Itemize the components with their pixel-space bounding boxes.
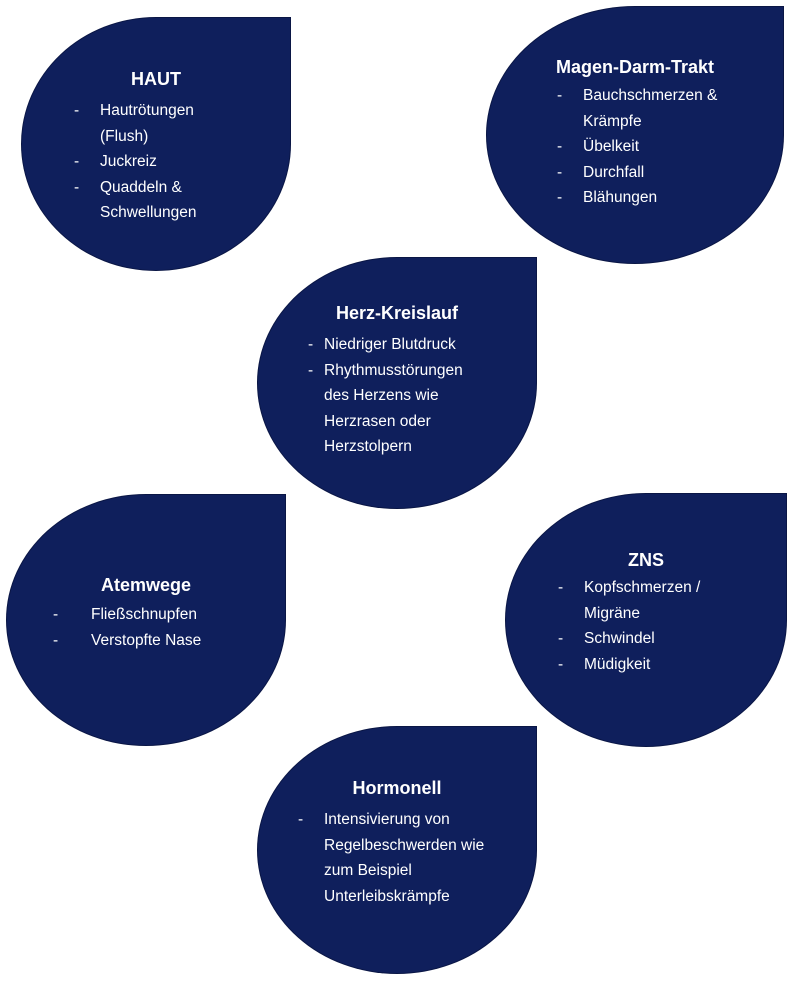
list-item: Niedriger Blutdruck [308,332,528,358]
list-item: Hautrötungen (Flush) [74,98,220,149]
drop-hormon-list: Intensivierung von Regelbeschwerden wie … [298,807,518,909]
drop-magen-title: Magen-Darm-Trakt [555,57,715,77]
list-item: Juckreiz [74,149,264,175]
drop-zns-list: Kopfschmerzen / Migräne Schwindel Müdigk… [558,575,758,677]
drop-herz-list: Niedriger Blutdruck Rhythmusstörungen de… [308,332,528,460]
list-item: Fließschnupfen [53,602,253,628]
drop-herz-title: Herz-Kreislauf [335,303,459,323]
drop-atem-title: Atemwege [100,575,192,595]
drop-hormon-title: Hormonell [352,778,442,798]
drop-herz-kreislauf: Herz-Kreislauf Niedriger Blutdruck Rhyth… [258,258,536,508]
list-item: Müdigkeit [558,652,758,678]
list-item: Quaddeln & Schwellungen [74,175,220,226]
drop-zns-title: ZNS [628,550,664,570]
list-item: Blähungen [557,185,757,211]
drop-haut: HAUT Hautrötungen (Flush) Juckreiz Quadd… [22,18,290,270]
drop-haut-list: Hautrötungen (Flush) Juckreiz Quaddeln &… [74,98,264,226]
drop-atemwege: Atemwege Fließschnupfen Verstopfte Nase [7,495,285,745]
list-item: Durchfall [557,160,757,186]
list-item: Schwindel [558,626,758,652]
list-item: Übelkeit [557,134,757,160]
drop-haut-title: HAUT [131,69,181,89]
drop-atem-list: Fließschnupfen Verstopfte Nase [53,602,253,653]
drop-hormonell: Hormonell Intensivierung von Regelbeschw… [258,727,536,973]
drop-zns: ZNS Kopfschmerzen / Migräne Schwindel Mü… [506,494,786,746]
drop-magen-list: Bauchschmerzen & Krämpfe Übelkeit Durchf… [557,83,757,211]
drop-magen-darm-trakt: Magen-Darm-Trakt Bauchschmerzen & Krämpf… [487,7,783,263]
list-item: Verstopfte Nase [53,628,253,654]
list-item: Rhythmusstörungen des Herzens wie Herzra… [308,358,484,460]
list-item: Bauchschmerzen & Krämpfe [557,83,723,134]
list-item: Kopfschmerzen / Migräne [558,575,744,626]
list-item: Intensivierung von Regelbeschwerden wie … [298,807,504,909]
